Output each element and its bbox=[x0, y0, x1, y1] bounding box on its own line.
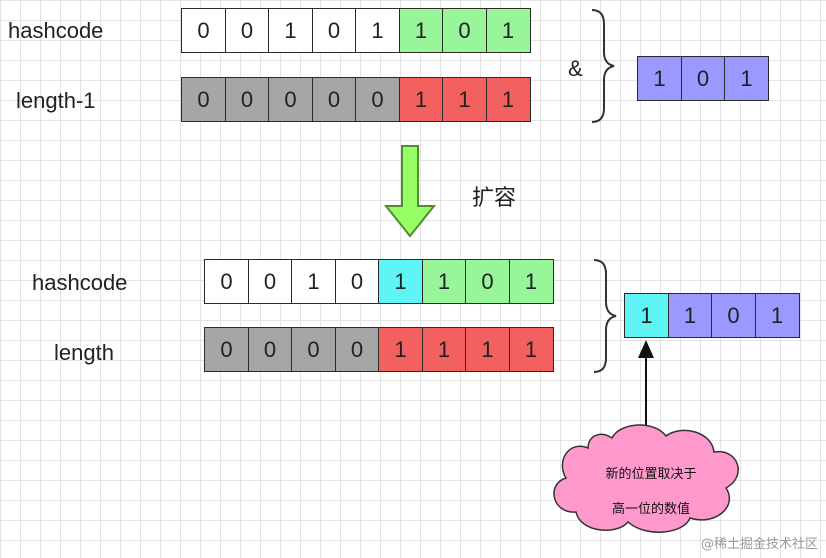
bit-cell: 0 bbox=[711, 293, 756, 338]
bottom-hashcode-label: hashcode bbox=[32, 270, 128, 295]
bit-cell: 1 bbox=[485, 77, 531, 122]
expand-down-arrow bbox=[383, 145, 437, 238]
note-line1: 新的位置取决于 bbox=[605, 467, 697, 482]
bit-cell: 1 bbox=[485, 8, 531, 53]
bit-cell: 0 bbox=[442, 8, 487, 53]
bit-cell: 0 bbox=[291, 327, 336, 372]
bit-cell: 0 bbox=[204, 259, 249, 304]
top-right-brace bbox=[591, 9, 615, 123]
bit-cell: 1 bbox=[398, 8, 444, 53]
bottom-right-brace bbox=[593, 259, 617, 373]
bit-cell: 1 bbox=[754, 293, 800, 338]
expand-label: 扩容 bbox=[472, 186, 517, 211]
top-length-label: length-1 bbox=[16, 88, 96, 113]
bit-cell: 1 bbox=[637, 56, 682, 101]
note-line2: 高一位的数值 bbox=[611, 502, 690, 517]
bit-cell: 1 bbox=[291, 259, 336, 304]
bit-cell: 1 bbox=[421, 327, 467, 372]
up-arrow-head bbox=[638, 340, 654, 358]
watermark: @稀土掘金技术社区 bbox=[700, 537, 818, 552]
top-hashcode-label: hashcode bbox=[8, 18, 104, 43]
bit-cell: 1 bbox=[421, 259, 467, 304]
bit-cell: 1 bbox=[667, 293, 713, 338]
bit-cell: 0 bbox=[311, 77, 357, 122]
bit-cell: 1 bbox=[624, 293, 669, 338]
bit-cell: 0 bbox=[247, 259, 293, 304]
bit-cell: 1 bbox=[508, 259, 554, 304]
bit-cell: 1 bbox=[378, 327, 423, 372]
bit-cell: 0 bbox=[268, 77, 313, 122]
bit-cell: 0 bbox=[334, 259, 380, 304]
bit-cell: 1 bbox=[268, 8, 313, 53]
bit-cell: 1 bbox=[724, 56, 769, 101]
bit-cell: 0 bbox=[247, 327, 293, 372]
bit-cell: 0 bbox=[224, 77, 270, 122]
bit-cell: 0 bbox=[680, 56, 726, 101]
bit-cell: 0 bbox=[181, 77, 226, 122]
bit-cell: 1 bbox=[378, 259, 423, 304]
note-cloud bbox=[553, 424, 739, 533]
bottom-length-label: length bbox=[54, 340, 114, 365]
and-operator: & bbox=[568, 56, 583, 81]
bit-cell: 1 bbox=[355, 8, 400, 53]
bit-cell: 1 bbox=[508, 327, 554, 372]
bit-cell: 1 bbox=[442, 77, 487, 122]
bit-cell: 0 bbox=[181, 8, 226, 53]
